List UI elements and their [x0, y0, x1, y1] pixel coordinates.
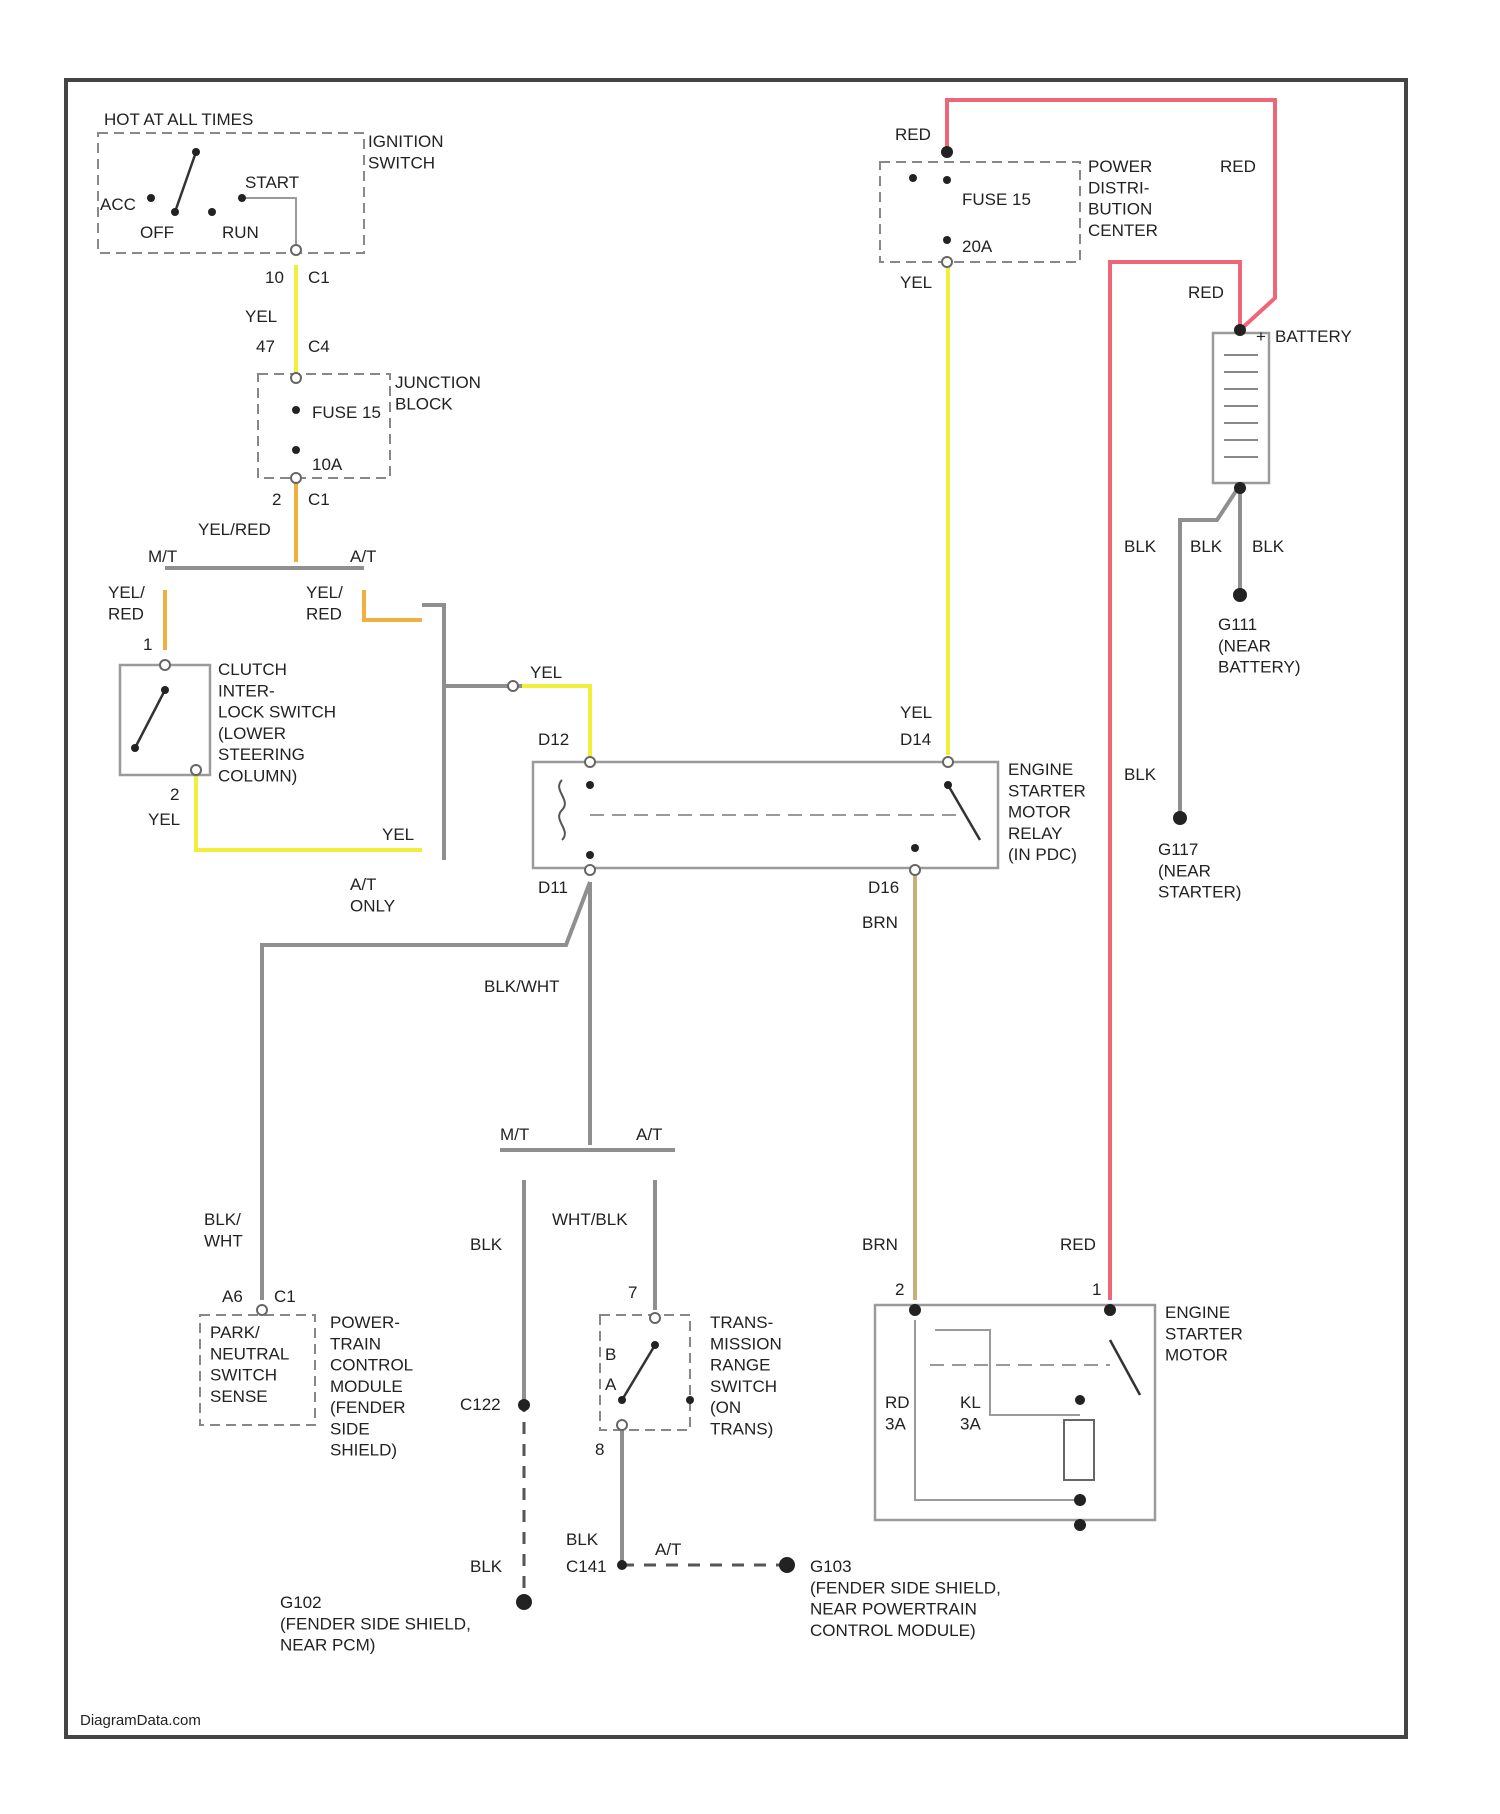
trs-pin-a-label: A: [605, 1375, 617, 1394]
wire-blkwht-label: BLK/WHT: [484, 977, 560, 996]
wire-red-battery-label: RED: [1188, 283, 1224, 302]
relay-contact: [948, 785, 980, 840]
pin-47-label: 47: [256, 337, 275, 356]
pin-2-starter-label: 2: [895, 1280, 904, 1299]
junction-amps-label: 10A: [312, 455, 343, 474]
junction-fuse-label: FUSE 15: [312, 403, 381, 422]
pin-a6-label: A6: [222, 1287, 243, 1306]
starter-box: [875, 1305, 1155, 1520]
wire-yelred-mt-label: YEL/RED: [108, 583, 145, 623]
wire-yel-bus-label: YEL: [382, 825, 414, 844]
pin-2-label-junction: 2: [272, 490, 281, 509]
conn-d16-label: D16: [868, 878, 899, 897]
ignition-contact: [175, 152, 196, 212]
ignition-acc-label: ACC: [100, 195, 136, 214]
battery-cells: [1224, 355, 1258, 457]
wire-brn-bottom-label: BRN: [862, 1235, 898, 1254]
pin-2-clutch-label: 2: [170, 785, 179, 804]
conn-c122-label: C122: [460, 1395, 501, 1414]
branch-mt-label-top: M/T: [148, 547, 177, 566]
branch-at-label-bottom: A/T: [636, 1125, 662, 1144]
trs-contact: [622, 1345, 655, 1400]
wire-yel-label-1: YEL: [245, 307, 277, 326]
conn-c141-label: C141: [566, 1557, 607, 1576]
clutch-contact: [135, 690, 165, 748]
wire-blk-mt-label: BLK: [470, 1235, 503, 1254]
wire-blk-trs-label: BLK: [566, 1530, 599, 1549]
wire-yelred-at: [364, 590, 422, 620]
ground-g102-label: G102(FENDER SIDE SHIELD,NEAR PCM): [280, 1593, 471, 1655]
wire-yel-pdc-relay-label: YEL: [900, 703, 932, 722]
wire-at-bus: [422, 605, 444, 860]
wire-starter-internal: [915, 1320, 1080, 1500]
conn-c4-label: C4: [308, 337, 330, 356]
wire-whtblk-label: WHT/BLK: [552, 1210, 628, 1229]
pin-8-label: 8: [595, 1440, 604, 1459]
ignition-off-label: OFF: [140, 223, 174, 242]
hot-at-all-times-label: HOT AT ALL TIMES: [104, 110, 253, 129]
wire-yel-pdc-label: YEL: [900, 273, 932, 292]
battery-plus-label: +: [1256, 327, 1266, 346]
wire-starter-solenoid: [935, 1330, 1080, 1415]
wire-yel-clutch-label: YEL: [148, 810, 180, 829]
trs-box: [600, 1315, 690, 1430]
pdc-fuse-label: FUSE 15: [962, 190, 1031, 209]
wire-yel-relay-label: YEL: [530, 663, 562, 682]
branch-mt-label-bottom: M/T: [500, 1125, 529, 1144]
wire-blk-bat-label-1: BLK: [1190, 537, 1223, 556]
wire-blkwht-d11-pcm: [262, 882, 590, 1300]
pin-7-label: 7: [628, 1283, 637, 1302]
conn-c1-pcm-label: C1: [274, 1287, 296, 1306]
starter-contact: [1110, 1340, 1140, 1395]
source-watermark: DiagramData.com: [80, 1712, 201, 1729]
wire-yelred-at-label: YEL/RED: [306, 583, 343, 623]
trs-pin-b-label: B: [605, 1345, 616, 1364]
starter-motor-symbol: [1064, 1420, 1094, 1480]
wire-brn-top-label: BRN: [862, 913, 898, 932]
wire-blk-g117-label-top: BLK: [1124, 537, 1157, 556]
wire-yelred-label: YEL/RED: [198, 520, 271, 539]
wire-blk-g117-label: BLK: [1124, 765, 1157, 784]
branch-at-label-top: A/T: [350, 547, 376, 566]
pin-1-clutch-label: 1: [143, 635, 152, 654]
wire-blk-g102-label: BLK: [470, 1557, 503, 1576]
pin-1-starter-label: 1: [1092, 1280, 1101, 1299]
conn-d14-label: D14: [900, 730, 931, 749]
battery-label: BATTERY: [1275, 327, 1352, 346]
wire-red-starter-label: RED: [1060, 1235, 1096, 1254]
relay-coil: [559, 780, 565, 840]
connector-pins: [160, 245, 953, 1430]
pdc-amps-label: 20A: [962, 237, 993, 256]
wire-red-top-right-label: RED: [1220, 157, 1256, 176]
conn-d11-label: D11: [538, 878, 568, 897]
conn-d12-label: D12: [538, 730, 569, 749]
ignition-start-label: START: [245, 173, 299, 192]
wire-red-pdc-label: RED: [895, 125, 931, 144]
wire-blk-bat-label-2: BLK: [1252, 537, 1285, 556]
at-tag-label: A/T: [655, 1540, 681, 1559]
pin-10-label: 10: [265, 268, 284, 287]
conn-c1-top-label: C1: [308, 268, 330, 287]
diagram-frame: [66, 80, 1406, 1737]
wire-blkwht-pcm-label: BLK/WHT: [204, 1210, 243, 1250]
ignition-run-label: RUN: [222, 223, 259, 242]
conn-c1-mid-label: C1: [308, 490, 330, 509]
clutch-switch-box: [120, 665, 210, 775]
